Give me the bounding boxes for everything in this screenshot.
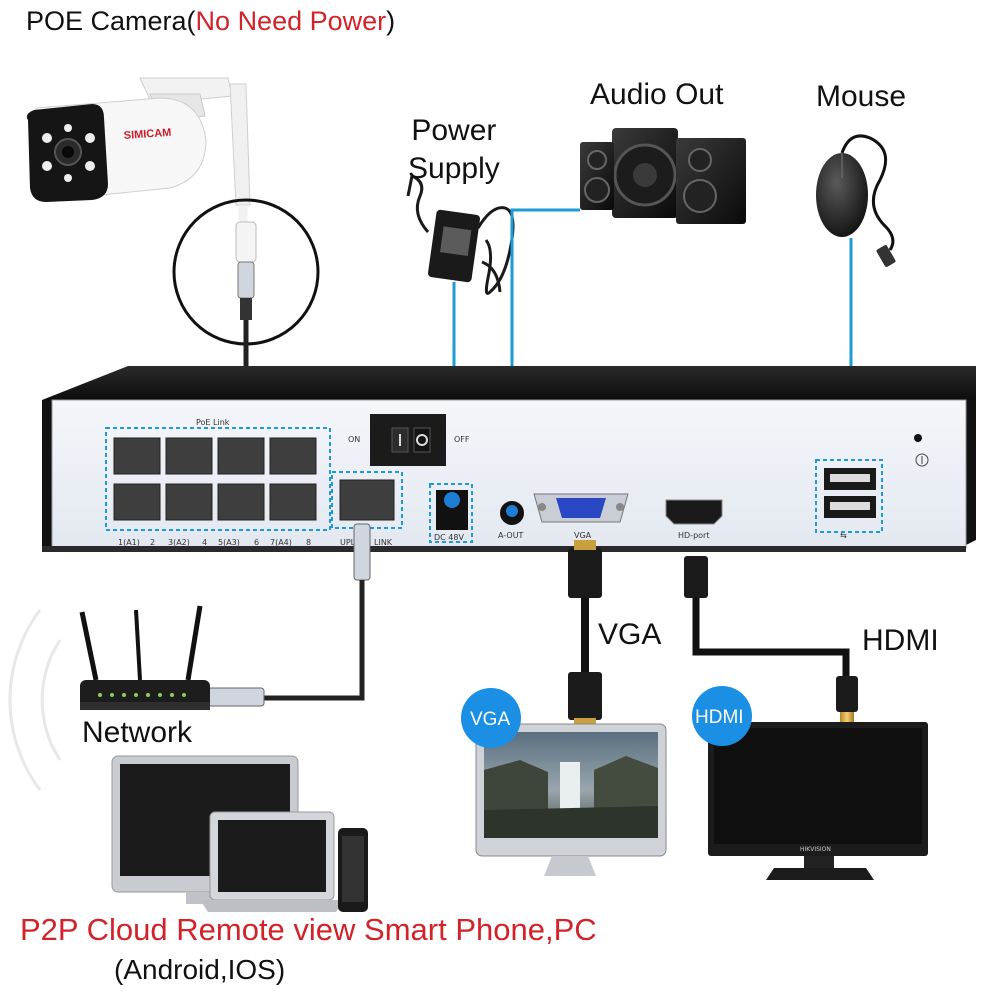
hdmi-badge xyxy=(692,686,752,746)
router xyxy=(79,605,210,710)
p2p-caption: P2P Cloud Remote view Smart Phone,PC xyxy=(20,912,597,947)
link-label: LINK xyxy=(374,538,393,547)
port-label-5: 5(A3) xyxy=(218,538,240,547)
port-label-3: 3(A2) xyxy=(168,538,190,547)
mouse-label: Mouse xyxy=(816,80,907,113)
switch-off-label: OFF xyxy=(454,435,470,444)
vga-badge xyxy=(461,688,521,748)
nvr-recorder xyxy=(42,366,976,552)
power-adapter xyxy=(406,174,515,295)
camera-brand-logo: SIMICAM xyxy=(123,127,171,142)
hdmi-badge-text: HDMI xyxy=(695,707,744,728)
port-label-1: 1(A1) xyxy=(118,538,140,547)
power-supply-line1: Power xyxy=(411,114,497,147)
poe-link-label: PoE Link xyxy=(196,418,230,427)
speakers xyxy=(580,128,746,224)
port-label-2: 2 xyxy=(150,538,155,547)
camera-title-suffix: ) xyxy=(386,6,396,36)
port-label-6: 6 xyxy=(254,538,259,547)
camera-title: POE Camera(No Need Power) xyxy=(26,6,395,37)
hdmi-monitor xyxy=(708,722,928,880)
hd-port-label: HD-port xyxy=(678,531,709,540)
poe-camera: SIMICAM xyxy=(26,77,251,206)
aout-label: A-OUT xyxy=(498,531,524,540)
usb-symbol: ⇆ xyxy=(840,531,847,540)
port-label-7: 7(A4) xyxy=(270,538,292,547)
vga-port-label: VGA xyxy=(574,531,592,540)
vga-label: VGA xyxy=(598,618,662,651)
poe-port-grid xyxy=(113,437,317,521)
hdmi-cable xyxy=(684,556,858,722)
vga-badge-text: VGA xyxy=(470,709,510,730)
port-label-8: 8 xyxy=(306,538,311,547)
camera-ethernet-cable xyxy=(172,198,320,507)
hdmi-label: HDMI xyxy=(862,624,939,657)
dc-48v-label: DC 48V xyxy=(434,533,464,542)
monitor-brand-logo: HIKVISION xyxy=(800,846,831,853)
camera-title-prefix: POE Camera( xyxy=(26,6,196,36)
network-label: Network xyxy=(82,716,193,749)
mouse-device xyxy=(816,134,896,267)
switch-on-label: ON xyxy=(348,435,360,444)
camera-title-highlight: No Need Power xyxy=(195,6,387,36)
power-supply-line2: Supply xyxy=(408,152,500,185)
audio-out-label: Audio Out xyxy=(590,78,724,111)
vga-cable xyxy=(568,540,602,726)
port-label-4: 4 xyxy=(202,538,207,547)
power-supply-label: Power Supply xyxy=(408,112,500,188)
wifi-signal-arcs xyxy=(8,609,62,791)
platform-caption: (Android,IOS) xyxy=(114,954,286,985)
vga-monitor xyxy=(475,723,667,876)
client-devices xyxy=(111,755,368,912)
